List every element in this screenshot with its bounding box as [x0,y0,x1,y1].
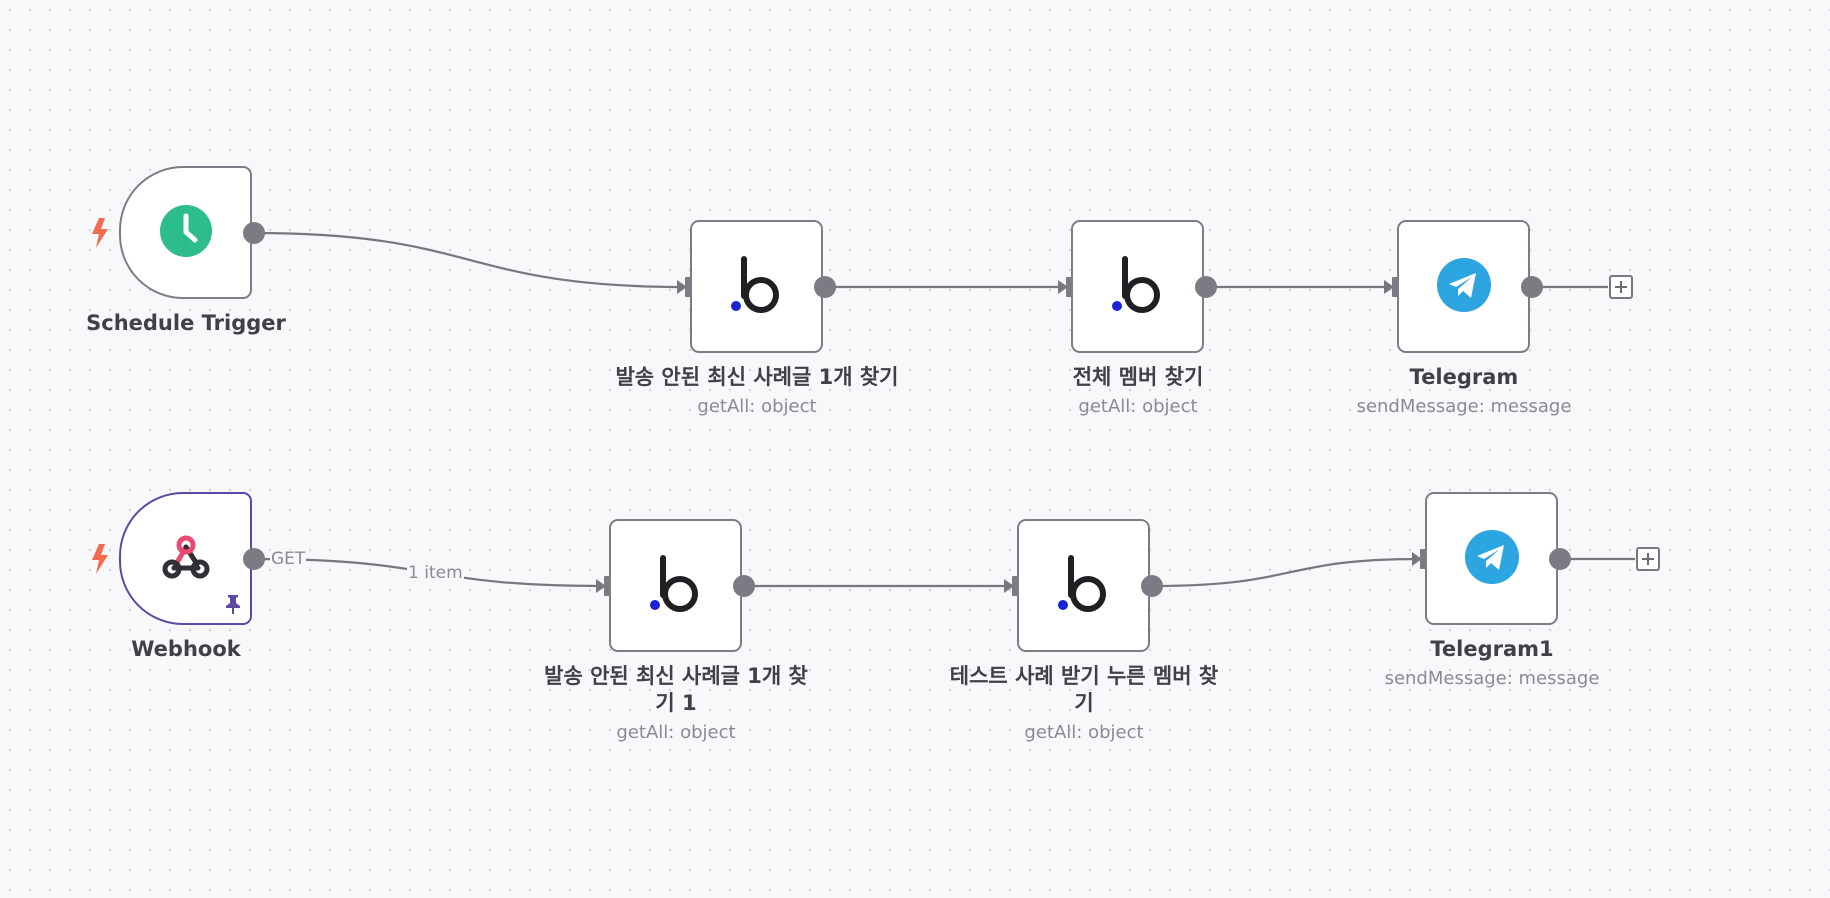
output-handle[interactable] [814,276,836,298]
node-subtitle-baserow-find-latest: getAll: object [697,396,817,417]
node-subtitle-telegram: sendMessage: message [1356,396,1572,417]
node-subtitle-baserow-all-members: getAll: object [1078,396,1198,417]
arrow-head [1384,280,1394,294]
clock-icon [159,204,212,261]
arrow-head [1058,280,1068,294]
telegram-icon [1436,257,1491,316]
arrow-head [677,280,687,294]
node-baserow-all-members[interactable] [1071,220,1204,353]
node-subtitle-telegram1: sendMessage: message [1384,668,1600,689]
add-node-button[interactable] [1609,275,1633,299]
node-baserow-test-members[interactable] [1017,519,1150,652]
arrow-head [1412,552,1422,566]
edge-label-items: 1 item [407,563,464,583]
node-label-telegram1: Telegram1 [1430,637,1554,661]
input-handle[interactable] [685,277,694,297]
add-node-button[interactable] [1636,547,1660,571]
edge-schedule-to-baserow[interactable] [253,231,686,289]
node-label-webhook: Webhook [131,637,241,661]
node-schedule-trigger[interactable] [119,166,252,299]
node-baserow-find-latest-1[interactable] [609,519,742,652]
node-subtitle-baserow-find-latest-1: getAll: object [616,722,736,743]
node-label-baserow-find-latest-1: 발송 안된 최신 사례글 1개 찾기 1 [544,664,808,715]
node-telegram[interactable] [1397,220,1530,353]
arrow-head [596,579,606,593]
node-webhook[interactable] [119,492,252,625]
output-handle[interactable] [1195,276,1217,298]
input-handle[interactable] [604,576,613,596]
node-label-schedule-trigger: Schedule Trigger [86,311,286,335]
node-label-telegram: Telegram [1409,365,1519,389]
output-handle[interactable] [243,222,265,244]
node-label-baserow-test-members: 테스트 사례 받기 누른 멤버 찾기 [949,664,1219,715]
node-label-baserow-find-latest: 발송 안된 최신 사례글 1개 찾기 [615,365,899,389]
trigger-bolt-icon [92,544,108,574]
baserow-icon [1054,554,1114,618]
baserow-icon [727,255,787,319]
input-handle[interactable] [1012,576,1021,596]
output-handle[interactable] [1521,276,1543,298]
input-handle[interactable] [1420,549,1429,569]
node-baserow-find-latest[interactable] [690,220,823,353]
output-handle[interactable] [733,575,755,597]
baserow-icon [646,554,706,618]
arrow-head [1004,579,1014,593]
trigger-bolt-icon [92,218,108,248]
pin-icon [226,595,240,614]
input-handle[interactable] [1392,277,1401,297]
telegram-icon [1464,529,1519,588]
edge-test-members-to-telegram1[interactable] [1151,557,1421,588]
edge-label-method: GET [270,549,307,569]
node-telegram1[interactable] [1425,492,1558,625]
output-handle[interactable] [1141,575,1163,597]
node-label-baserow-all-members: 전체 멤버 찾기 [1072,365,1204,389]
output-handle[interactable] [1549,548,1571,570]
webhook-icon [161,534,211,584]
output-handle[interactable] [243,548,265,570]
input-handle[interactable] [1066,277,1075,297]
node-subtitle-baserow-test-members: getAll: object [1024,722,1144,743]
baserow-icon [1108,255,1168,319]
